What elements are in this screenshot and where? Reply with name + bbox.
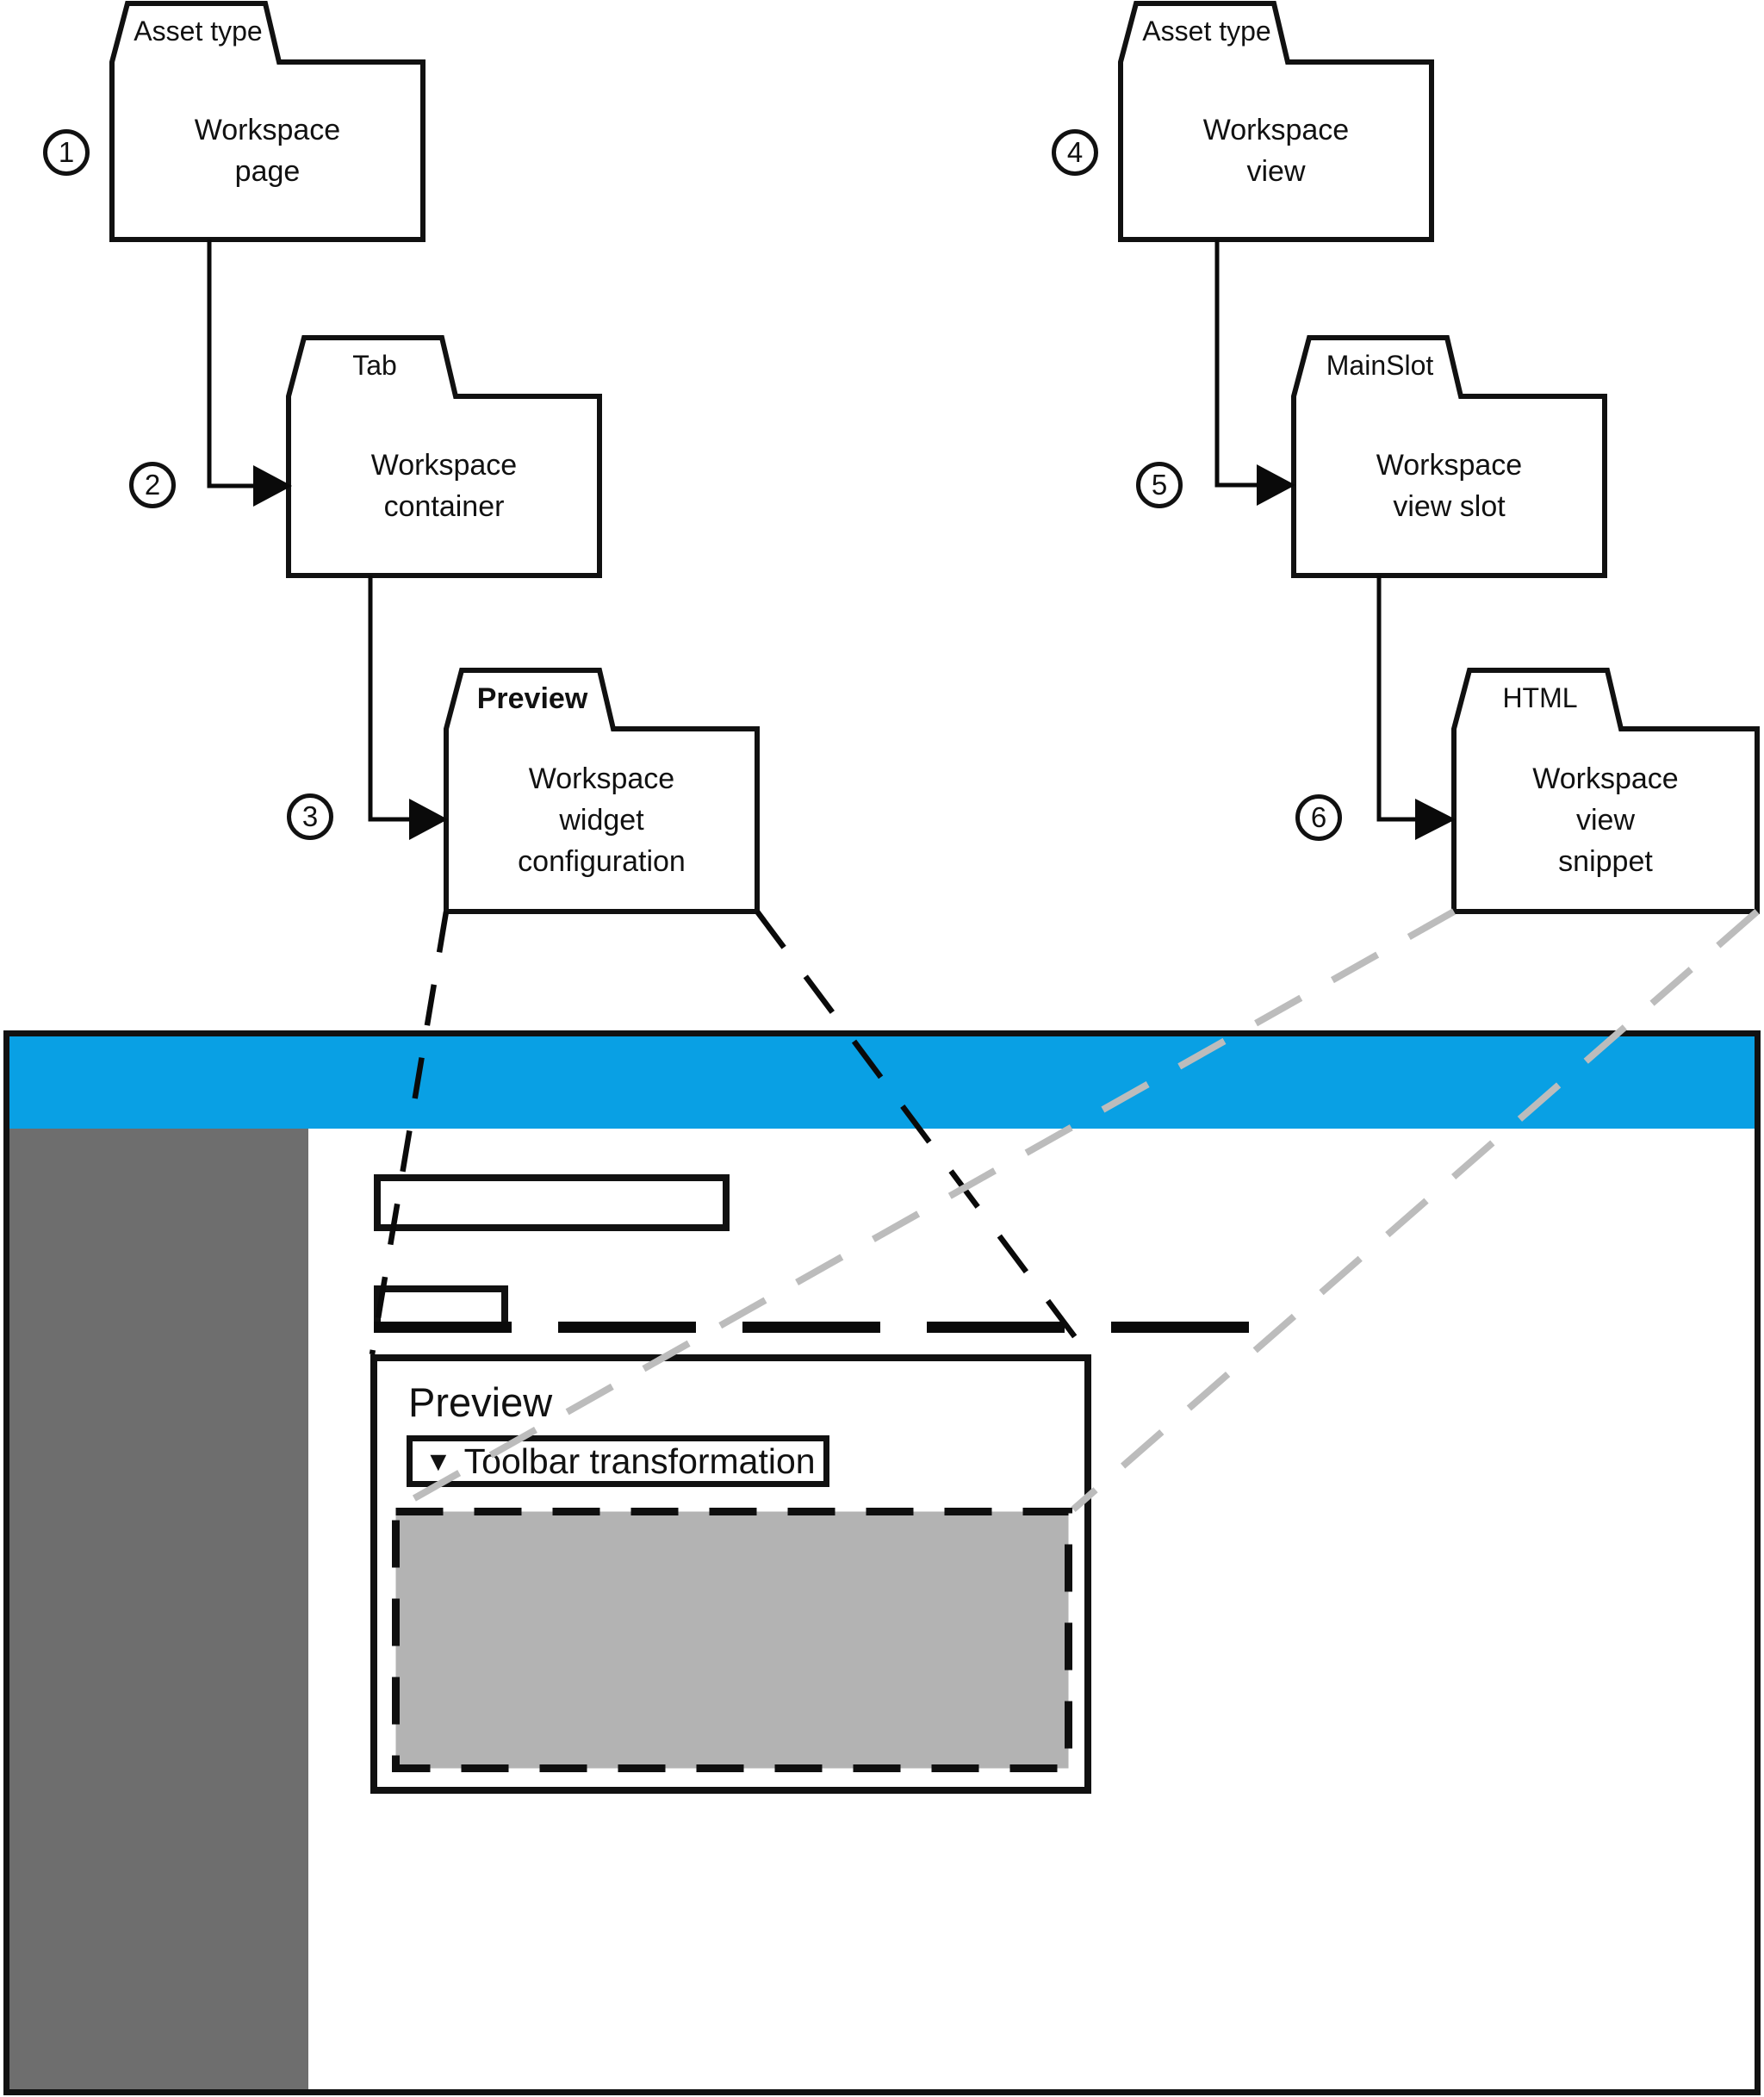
- dropdown-label: Toolbar transformation: [463, 1441, 816, 1481]
- divider-dashes: [374, 1322, 1258, 1333]
- preview-panel-title: Preview: [408, 1379, 553, 1425]
- dropdown-caret-icon: ▼: [425, 1446, 452, 1477]
- toolbar-transformation-dropdown[interactable]: ▼ Toolbar transformation: [407, 1435, 829, 1487]
- preview-panel: Preview ▼ Toolbar transformation: [370, 1354, 1091, 1794]
- arrowhead-icon: [1415, 799, 1456, 840]
- folder-tab-label: Asset type: [134, 16, 263, 47]
- arrowhead-icon: [253, 465, 292, 507]
- connector-page-to-container: [207, 240, 253, 488]
- folder-tab-label: Preview: [476, 682, 588, 715]
- folder-body-label: Workspace page: [194, 114, 341, 188]
- header-bar: [9, 1036, 1755, 1129]
- connector-slot-to-snippet: [1376, 576, 1415, 822]
- step-badge-2: 2: [129, 462, 176, 508]
- connector-container-to-widget: [368, 576, 409, 822]
- folder-body-label: Workspace widget configuration: [518, 762, 686, 878]
- folder-body-label: Workspace container: [370, 449, 518, 523]
- folder-tab-label: Asset type: [1142, 16, 1271, 47]
- arrowhead-icon: [1257, 464, 1295, 506]
- folder-body-label: Workspace view: [1202, 114, 1350, 188]
- step-badge-4: 4: [1052, 129, 1098, 176]
- arrowhead-icon: [409, 799, 448, 840]
- folder-tab-label: Tab: [352, 350, 397, 381]
- step-badge-1: 1: [43, 129, 90, 176]
- text-field-placeholder-large[interactable]: [374, 1174, 730, 1231]
- sidebar: [9, 1129, 308, 2089]
- connector-view-to-slot: [1214, 240, 1257, 488]
- folder-tab-label: MainSlot: [1326, 350, 1434, 381]
- step-badge-3: 3: [287, 793, 333, 840]
- folder-body-label: Workspace view slot: [1376, 449, 1523, 523]
- step-badge-6: 6: [1295, 794, 1342, 841]
- step-badge-5: 5: [1136, 462, 1183, 508]
- folder-body-label: Workspace view snippet: [1532, 762, 1679, 878]
- folder-tab-label: HTML: [1502, 682, 1578, 713]
- app-window-mockup: Preview ▼ Toolbar transformation: [3, 1030, 1761, 2095]
